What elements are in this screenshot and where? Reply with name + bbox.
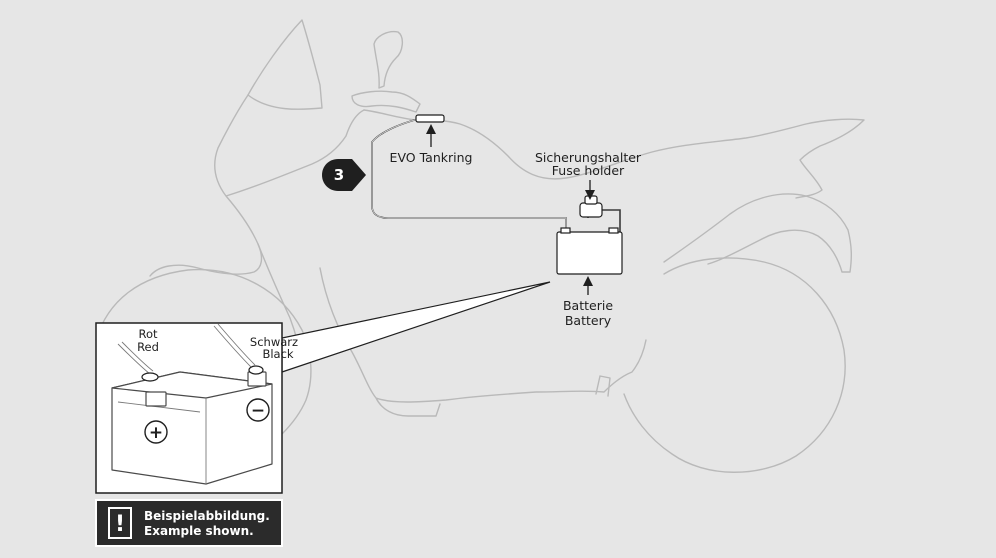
battery-detail-inset: + − Rot Red Schwarz Black (95, 322, 298, 494)
note-line-de: Beispielabbildung. (144, 509, 270, 523)
example-note: ! Beispielabbildung. Example shown. (95, 499, 283, 547)
tank-ring-arrow (426, 124, 436, 147)
red-label-en: Red (137, 340, 159, 354)
black-ring-lug (248, 365, 264, 375)
battery-label-de: Batterie (563, 298, 613, 313)
red-cable (117, 343, 151, 375)
step-number: 3 (334, 166, 344, 184)
red-cable-edge (121, 341, 154, 372)
footpeg-outline (595, 375, 611, 397)
exclamation-icon (110, 509, 130, 537)
exclamation-mark: ! (115, 512, 125, 537)
red-ring-lug (141, 372, 159, 382)
inset-battery-rim (117, 401, 201, 413)
battery-arrow (583, 276, 593, 295)
negative-symbol-icon (246, 398, 270, 422)
engine-outline (319, 267, 647, 417)
handlebar-outline (351, 90, 421, 113)
fuse-holder (579, 195, 603, 218)
positive-symbol-icon (144, 420, 168, 444)
tank-ring-connector (415, 114, 445, 123)
rear-wheel-outline (623, 257, 846, 473)
red-label-de: Rot (138, 327, 158, 341)
black-cable (213, 325, 253, 369)
rear-fender-outline (663, 193, 853, 273)
fuse-holder-label-en: Fuse holder (552, 163, 625, 178)
black-label-en: Black (262, 347, 293, 361)
negative-symbol: − (251, 401, 265, 421)
tank-ring-label: EVO Tankring (390, 150, 473, 165)
fuse-holder-arrow (585, 180, 595, 200)
step-badge: 3 (322, 159, 366, 191)
fuse-holder-label-de: Sicherungshalter (535, 150, 642, 165)
black-cable-edge (217, 323, 256, 366)
battery (556, 227, 623, 275)
tank-seat-outline (363, 109, 865, 199)
positive-terminal (145, 391, 167, 407)
callout-pointer (281, 281, 551, 373)
positive-symbol: + (149, 423, 163, 443)
note-line-en: Example shown. (144, 524, 254, 538)
mirror-outline (373, 30, 403, 89)
motorcycle-outline (95, 19, 865, 473)
battery-label-en: Battery (565, 313, 612, 328)
black-label-de: Schwarz (250, 335, 298, 349)
windscreen-outline (247, 19, 323, 110)
